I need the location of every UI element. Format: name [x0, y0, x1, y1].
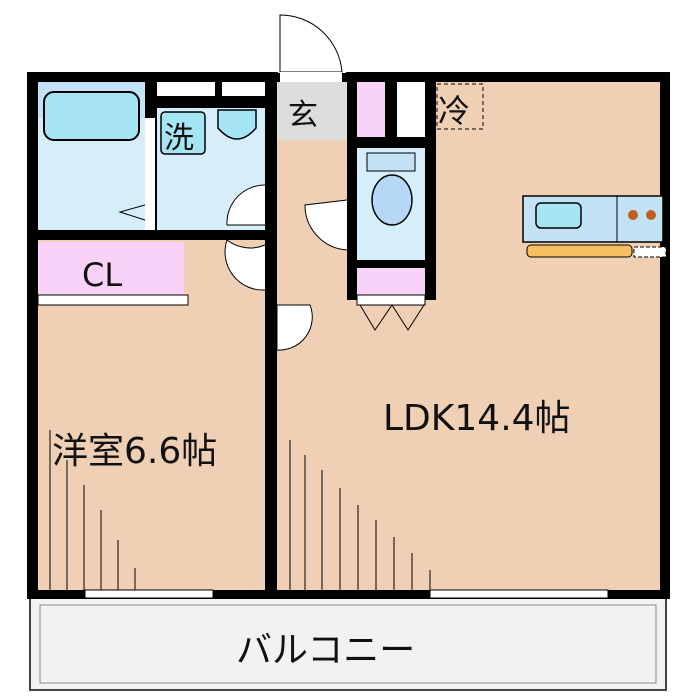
stove-burner-icon — [646, 210, 656, 220]
washing-machine — [160, 111, 206, 155]
entrance — [277, 82, 347, 140]
fridge-space — [436, 83, 484, 130]
closet — [38, 242, 184, 295]
stove-burner-icon — [628, 210, 638, 220]
closet-label: CL — [82, 256, 122, 294]
toilet-icon — [371, 174, 413, 226]
ldk-label: LDK14.4帖 — [383, 398, 571, 439]
sink-icon — [217, 109, 257, 140]
entrance-label: 玄 — [288, 98, 318, 133]
balcony — [29, 597, 667, 691]
fridge-label: 冷 — [438, 92, 470, 130]
western-room-label: 洋室6.6帖 — [52, 431, 217, 472]
ldk-floor — [436, 82, 660, 590]
kitchen-sink — [535, 202, 582, 229]
shoe-storage — [357, 82, 385, 137]
bathtub — [43, 91, 140, 141]
balcony-label: バルコニー — [236, 630, 415, 671]
laundry-label: 洗 — [164, 121, 194, 156]
storage — [357, 268, 425, 295]
